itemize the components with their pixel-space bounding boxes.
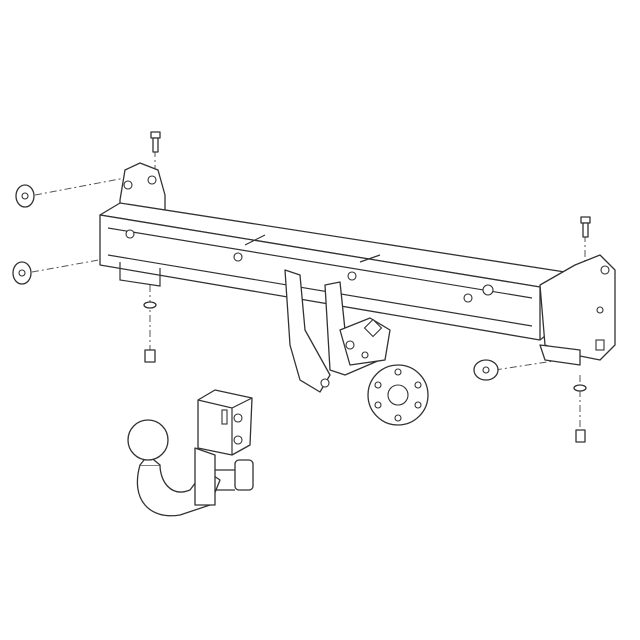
center-drop-plates	[284, 269, 391, 393]
washer-icon	[12, 184, 587, 392]
assembly-guide-lines	[31, 150, 586, 430]
detachable-tow-ball	[127, 389, 254, 517]
bolt-icon	[144, 131, 591, 443]
cross-beam	[99, 202, 566, 341]
ball-mount-socket-plate	[367, 364, 429, 426]
right-mounting-bracket	[539, 254, 616, 366]
